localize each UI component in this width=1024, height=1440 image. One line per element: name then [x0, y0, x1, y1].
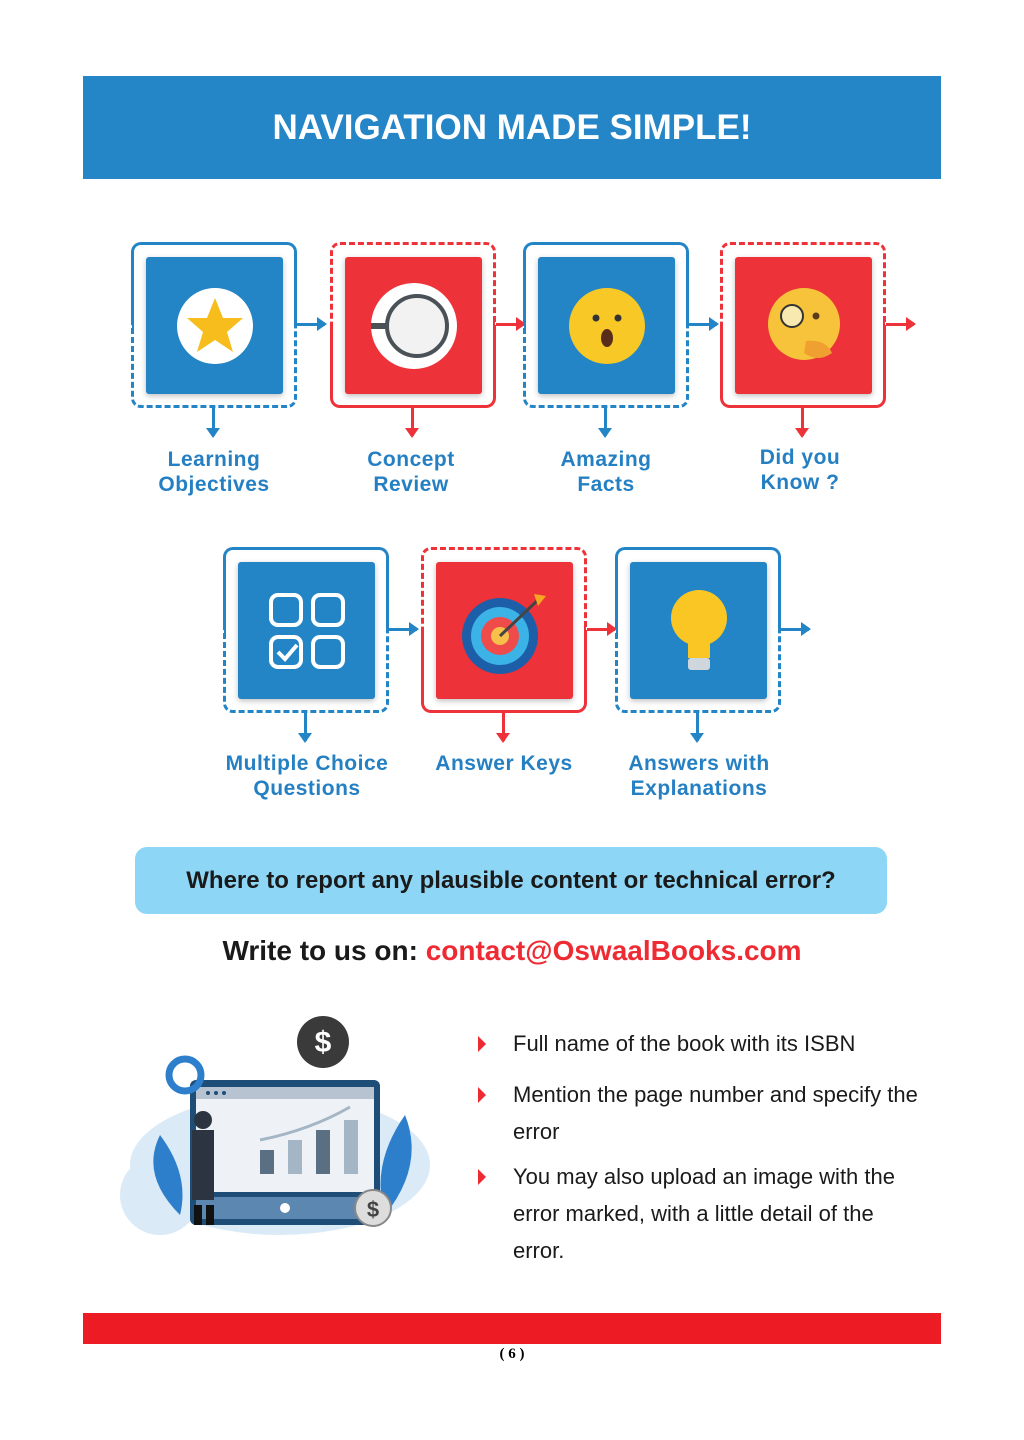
label-line-1: Did you: [759, 446, 841, 469]
card-frame-bottom: [615, 630, 781, 713]
arrow-right-icon: [689, 317, 719, 331]
checkbox-grid-icon: [267, 591, 347, 671]
label-line-1: Multiple Choice: [225, 752, 389, 775]
star-icon: [175, 286, 255, 366]
arrow-down-icon: [206, 408, 220, 438]
card-tile: [735, 257, 872, 394]
card-frame-bottom: [523, 325, 689, 408]
arrow-down-icon: [690, 713, 704, 743]
card-tile: [238, 562, 375, 699]
magnifier-icon: [369, 281, 459, 371]
write-label: Write to us on:: [222, 935, 426, 966]
card-tile: [436, 562, 573, 699]
arrow-down-icon: [598, 408, 612, 438]
card-frame-top: [330, 242, 496, 325]
report-question: Where to report any plausible content or…: [186, 866, 836, 894]
card-frame-bottom: [330, 325, 496, 408]
card-frame-bottom: [131, 325, 297, 408]
card-tile: [630, 562, 767, 699]
label-line-1: Answer Keys: [435, 752, 573, 775]
arrow-down-icon: [405, 408, 419, 438]
svg-text:$: $: [367, 1197, 379, 1222]
feature-card: [223, 547, 419, 743]
feature-label: Answer Keys: [394, 751, 614, 776]
feature-card: [523, 242, 719, 438]
label-line-2: Know ?: [760, 471, 840, 494]
card-frame-top: [615, 547, 781, 630]
page-number: ( 6 ): [499, 1346, 525, 1362]
instruction-item: Full name of the book with its ISBN: [478, 1025, 918, 1062]
card-frame-bottom: [421, 630, 587, 713]
instruction-item: You may also upload an image with the er…: [478, 1158, 918, 1269]
arrow-right-icon: [781, 622, 811, 636]
feature-card: [615, 547, 811, 743]
contact-line: Write to us on: contact@OswaalBooks.com: [0, 935, 1024, 967]
card-frame-bottom: [720, 325, 886, 408]
target-icon: [460, 586, 550, 676]
arrow-right-icon: [496, 317, 526, 331]
label-line-1: Amazing: [560, 448, 652, 471]
surprised-emoji-icon: [567, 286, 647, 366]
arrow-right-icon: [297, 317, 327, 331]
banner-title: NAVIGATION MADE SIMPLE!: [272, 107, 752, 147]
feature-card: [421, 547, 617, 743]
label-line-2: Facts: [577, 473, 635, 496]
label-line-2: Objectives: [158, 473, 270, 496]
card-frame-top: [720, 242, 886, 325]
support-illustration: $ $: [120, 1016, 430, 1235]
feature-card: [330, 242, 526, 438]
page-banner: NAVIGATION MADE SIMPLE!: [83, 76, 941, 179]
arrow-down-icon: [298, 713, 312, 743]
thinking-monocle-emoji-icon: [764, 286, 844, 366]
label-line-2: Explanations: [630, 777, 768, 800]
card-frame-top: [131, 242, 297, 325]
arrow-right-icon: [389, 622, 419, 636]
arrow-right-icon: [886, 317, 916, 331]
card-tile: [538, 257, 675, 394]
arrow-down-icon: [795, 408, 809, 438]
lightbulb-icon: [664, 586, 734, 676]
arrow-down-icon: [496, 713, 510, 743]
card-frame-top: [421, 547, 587, 630]
card-tile: [146, 257, 283, 394]
label-line-2: Questions: [253, 777, 361, 800]
footer-bar: [83, 1313, 941, 1344]
instruction-item: Mention the page number and specify the …: [478, 1076, 918, 1150]
card-frame-top: [223, 547, 389, 630]
arrow-right-icon: [587, 622, 617, 636]
label-line-2: Review: [373, 473, 449, 496]
label-line-1: Concept: [367, 448, 455, 471]
card-frame-top: [523, 242, 689, 325]
svg-text:$: $: [315, 1026, 332, 1059]
card-tile: [345, 257, 482, 394]
feature-card: [131, 242, 327, 438]
label-line-1: Learning: [167, 448, 261, 471]
contact-email-link[interactable]: contact@OswaalBooks.com: [425, 935, 802, 966]
report-box: Where to report any plausible content or…: [135, 847, 887, 914]
label-line-1: Answers with: [628, 752, 770, 775]
card-frame-bottom: [223, 630, 389, 713]
feature-card: [720, 242, 916, 438]
